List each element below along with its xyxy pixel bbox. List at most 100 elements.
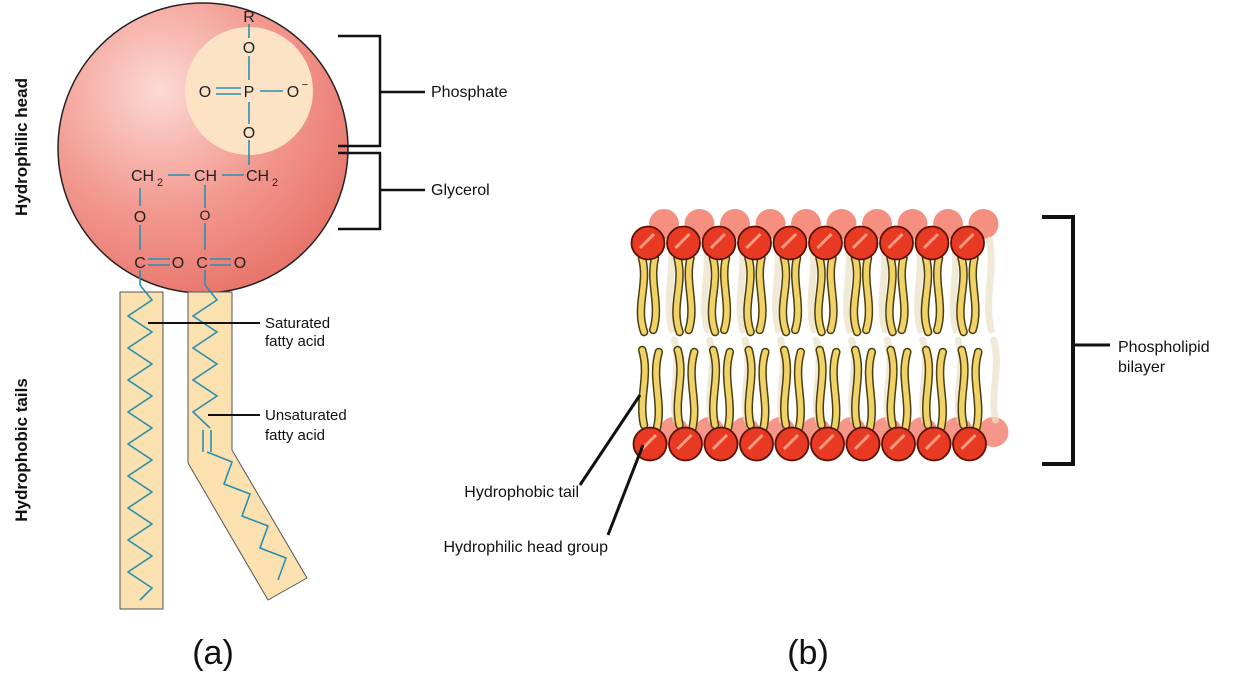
tail-bottom-b [724,349,733,431]
head-bottom [810,426,845,462]
head-top-highlight [674,232,691,250]
bilayer-label-2: bilayer [1118,359,1166,376]
oxygen-top: O [243,40,255,57]
tail-bottom-b [937,349,946,431]
tail-top-a [815,255,825,335]
tail-bottom-a [816,347,826,428]
head-top [772,225,808,261]
head-bottom [952,426,987,462]
bilayer-label-1: Phospholipid [1118,339,1210,356]
phosphorus: P [244,84,255,101]
tail-bottom-b [688,349,698,431]
phosphate-group-circle [185,27,313,155]
tail-top-a [886,255,896,335]
saturated-label-1: Saturated [265,315,330,332]
head-top-highlight [638,232,656,250]
tail-top-a [638,255,647,335]
oxygen-double: O [199,84,211,101]
tail-top-a [780,255,789,335]
tail-bottom-a [852,347,861,428]
head-top [666,225,701,261]
head-top-highlight [745,232,762,250]
head-top [808,225,843,261]
r-group: R [243,9,255,26]
head-top [630,225,666,261]
head-bottom [739,426,774,462]
head-top-highlight [709,232,727,250]
carbonyl-oxygen-right: O [234,255,246,272]
head-bottom-highlight [676,433,693,451]
head-bottom-highlight [924,433,942,451]
head-bottom-highlight [747,433,764,451]
tail-top-b [934,255,943,333]
head-bottom [668,426,703,462]
oxygen-bottom: O [243,125,255,142]
head-top-highlight [851,232,869,250]
head-brackets [338,34,425,231]
head-top [701,225,737,261]
tail-top-a [744,255,754,335]
tail-bottom-a [887,347,897,428]
tail-top-b [650,255,659,333]
saturated-label-2: fatty acid [265,333,325,350]
head-bottom-highlight [889,433,906,451]
carbon-left: C [134,255,146,272]
tail-bottom-a [923,347,932,428]
glycerol-label: Glycerol [431,182,490,199]
head-bottom [881,426,916,462]
tail-top-b [863,255,872,333]
head-top [879,225,914,261]
tail-bottom-a [958,347,968,428]
ch2-left-subscript: 2 [157,177,163,189]
panel-b-label: (b) [787,634,829,672]
chemical-formula: R O O P O − O CH 2 CH CH 2 O O C O C O [131,9,308,272]
head-bottom-highlight [782,433,800,451]
tail-leader [578,394,642,486]
back-tail-top-outline [985,236,995,334]
tail-top-b [756,255,766,333]
oxygen-ester-right: O [200,207,211,223]
ch-middle: CH [194,168,217,185]
head-top [950,225,985,261]
tail-top-a [673,255,683,335]
tail-top-a [851,255,860,335]
panel-a-label: (a) [192,634,234,672]
head-top [914,225,950,261]
tail-top-b [792,255,801,333]
tail-top-b [721,255,730,333]
head-bottom-highlight [640,433,658,451]
head-top-highlight [958,232,975,250]
tail-top-b [827,255,837,333]
head-bottom [703,426,739,462]
tail-bottom-a [781,347,790,428]
head-bottom-highlight [818,433,835,451]
unsaturated-label-2: fatty acid [265,427,325,444]
saturated-tail-box [119,291,164,610]
carbonyl-oxygen-left: O [172,255,184,272]
head-top [737,225,772,261]
head-bottom [916,426,952,462]
head-top [843,225,879,261]
panel-a: Hydrophilic head Hydrophobic tails [12,2,508,672]
hydrophilic-head-label: Hydrophilic head [12,78,31,216]
head-top-highlight [816,232,833,250]
minus-charge: − [302,79,308,91]
head-bottom [774,426,810,462]
oxygen-ester-left: O [134,209,146,226]
phosphate-label: Phosphate [431,84,508,101]
tail-bottom-b [972,349,982,431]
tail-bottom-a [639,347,648,428]
head-bottom-highlight [853,433,871,451]
ch2-right-subscript: 2 [272,177,278,189]
tail-bottom-b [759,349,769,431]
ch2-left: CH [131,168,154,185]
head-top-highlight [887,232,904,250]
tail-bottom-a [745,347,755,428]
chemical-bonds [126,24,288,601]
head-top-highlight [922,232,940,250]
head-leader [606,444,645,536]
tail-bottom-b [866,349,875,431]
unsaturated-tail-box [187,291,308,601]
unsaturated-label-1: Unsaturated [265,407,347,424]
